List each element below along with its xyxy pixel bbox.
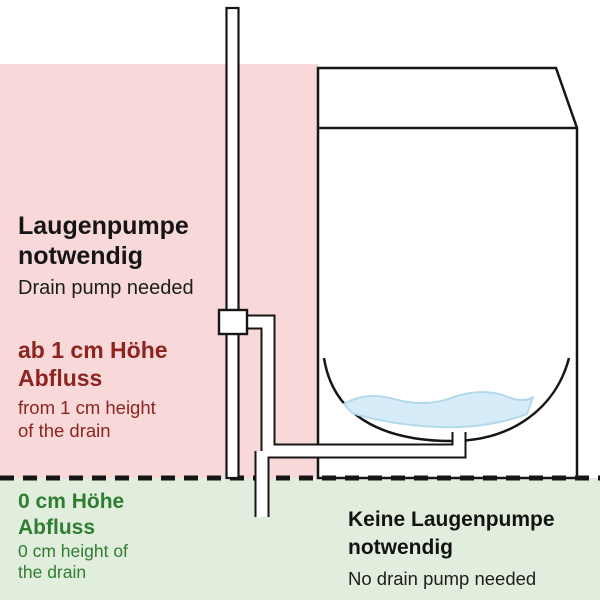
no-pump-title-en: No drain pump needed (348, 567, 537, 589)
water-in-tub (343, 391, 534, 429)
pump-needed-title-en: Drain pump needed (18, 277, 194, 299)
pump-needed-title-de: Laugenpumpe notwendig (18, 212, 189, 270)
drain-hose (246, 316, 465, 457)
no-pump-zone-bg (0, 478, 600, 600)
zero-height-label-de: 0 cm Höhe Abfluss (18, 490, 125, 539)
no-pump-text-block: Keine Laugenpumpe notwendig No drain pum… (348, 506, 555, 590)
drain-height-label-en: from 1 cm height of the drain (18, 397, 156, 441)
standpipe-fitting (217, 308, 249, 336)
no-pump-title-de: Keine Laugenpumpe notwendig (348, 508, 555, 560)
drain-height-label-de: ab 1 cm Höhe Abfluss (18, 337, 168, 391)
washing-machine-body (316, 66, 579, 480)
standpipe (225, 6, 240, 480)
zero-height-label-en: 0 cm height of the drain (18, 541, 128, 583)
